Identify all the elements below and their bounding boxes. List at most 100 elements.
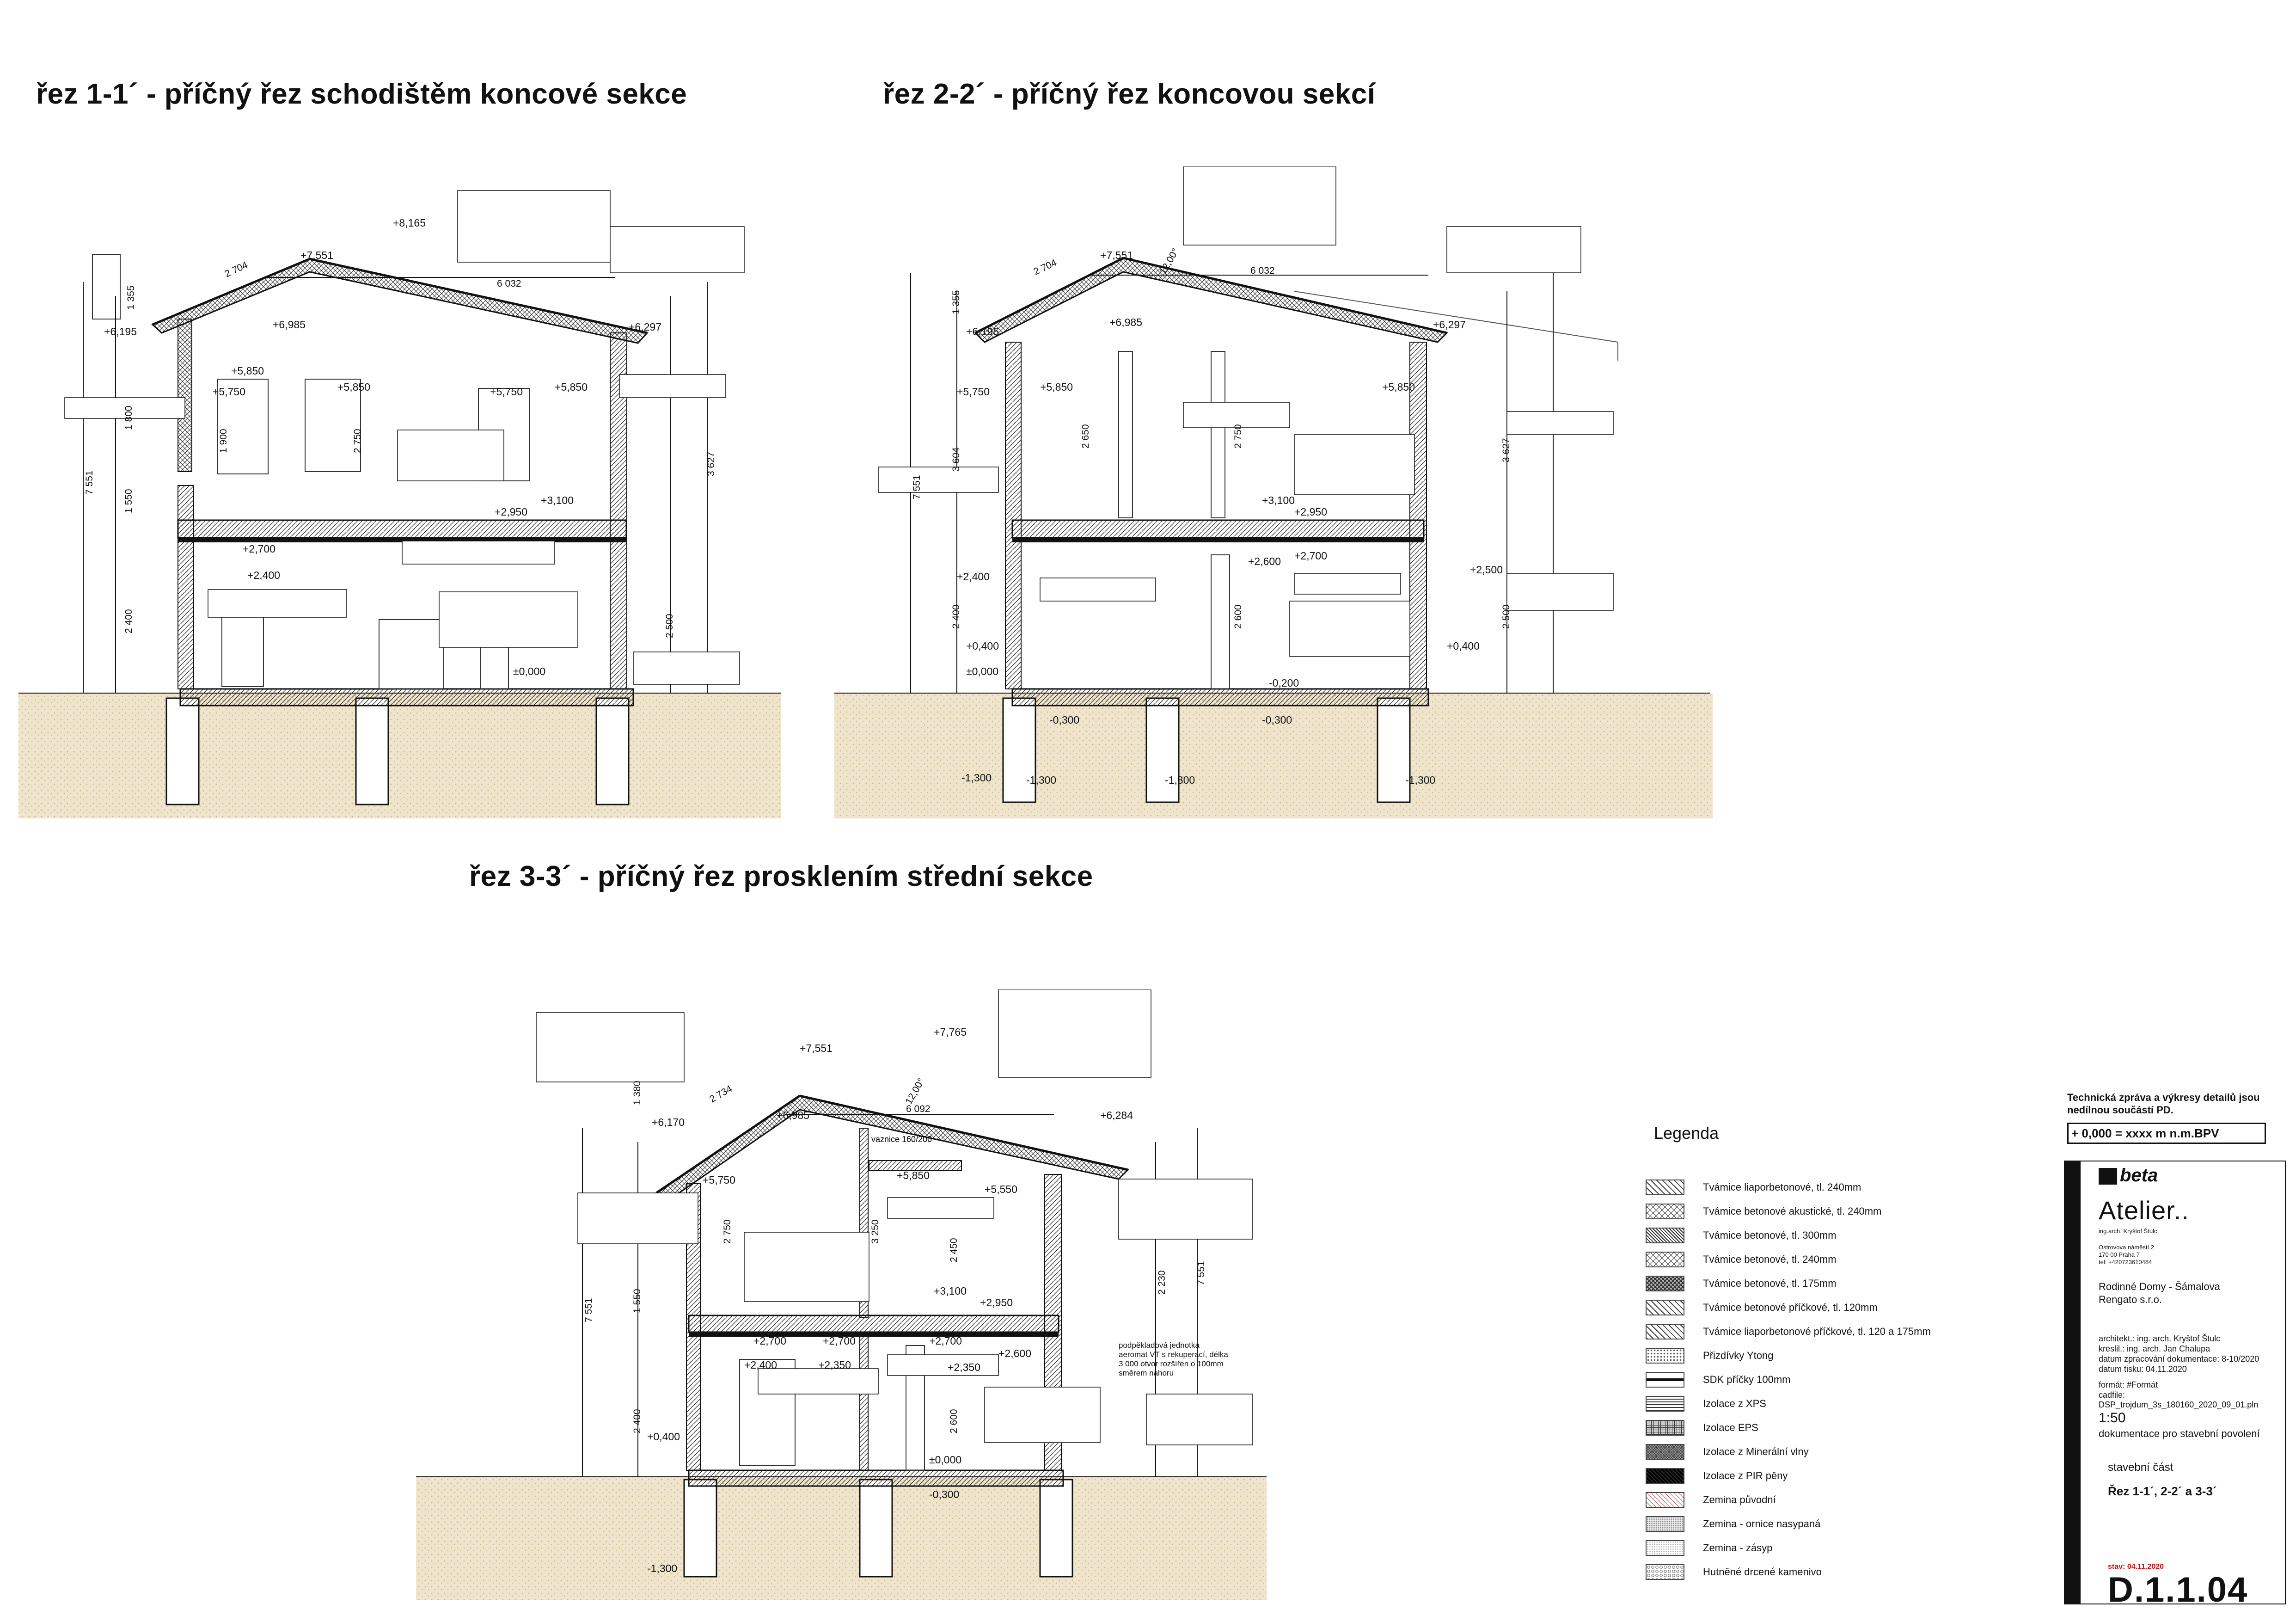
legend-swatch xyxy=(1646,1540,1684,1556)
legend-item: Izolace z XPS xyxy=(1646,1392,1997,1416)
dimension-label: 1 550 xyxy=(123,489,134,513)
legend-swatch xyxy=(1646,1324,1684,1339)
level-label: +6,297 xyxy=(629,321,661,333)
client-company: Rengato s.r.o. xyxy=(2099,1294,2162,1305)
section2-title: řez 2-2´ - příčný řez koncovou sekcí xyxy=(883,78,1376,110)
legend-label: Tvámice betonové akustické, tl. 240mm xyxy=(1703,1205,1882,1217)
dimension-label: 3 604 xyxy=(951,447,961,472)
legend-item: Tvámice betonové příčkové, tl. 120mm xyxy=(1646,1296,1997,1320)
legend-label: Tvámice betonové, tl. 240mm xyxy=(1703,1253,1837,1265)
section1-drawing: +8,165 +7,551 +6,985 +6,195 +6,297 +5,85… xyxy=(14,180,809,828)
dimension-label: 2 400 xyxy=(123,609,134,633)
level-label: +0,400 xyxy=(966,640,999,652)
dimension-label: 2 650 xyxy=(1080,424,1091,449)
purpose: dokumentace pro stavební povolení xyxy=(2099,1428,2260,1439)
title-block xyxy=(2064,1161,2286,1604)
legend-label: Hutněné drcené kamenivo xyxy=(1703,1566,1822,1578)
legend-swatch xyxy=(1646,1276,1684,1291)
dimension-label: 12,00° xyxy=(903,1076,926,1106)
level-label: ±0,000 xyxy=(513,665,545,677)
level-label: +5,750 xyxy=(957,386,990,398)
legend-label: Tvámice betonové, tl. 175mm xyxy=(1703,1278,1837,1289)
level-label: +2,950 xyxy=(980,1296,1013,1309)
legend-label: SDK příčky 100mm xyxy=(1703,1374,1791,1385)
legend-item: Hutněné drcené kamenivo xyxy=(1646,1560,1997,1584)
level-label: +2,950 xyxy=(495,506,527,518)
level-label: +2,700 xyxy=(1294,550,1327,562)
section2-drawing: +7,551 +6,985 +6,195 +6,297 +5,850 +5,75… xyxy=(832,166,1720,828)
legend-item: Zemina původní xyxy=(1646,1488,1997,1512)
legend-swatch xyxy=(1646,1420,1684,1436)
level-label: +2,350 xyxy=(948,1361,980,1373)
sheet-number: D.1.1.04 xyxy=(2108,1570,2248,1610)
title-block-bar xyxy=(2064,1161,2081,1604)
legend-swatch xyxy=(1646,1396,1684,1412)
level-label: +2,350 xyxy=(818,1359,851,1371)
level-label: -1,300 xyxy=(647,1562,677,1574)
dimension-label: 2 500 xyxy=(664,614,675,638)
level-label: -1,300 xyxy=(1405,774,1435,786)
level-label: +7,551 xyxy=(800,1042,833,1054)
dimension-label: 1 380 xyxy=(632,1081,643,1105)
dimension-label: 1 355 xyxy=(951,290,961,314)
legend-label: Zemina - ornice nasypaná xyxy=(1703,1518,1821,1530)
studio-line: Ostrovova náměstí 2 xyxy=(2099,1244,2154,1251)
legend-label: Přizdívky Ytong xyxy=(1703,1350,1774,1361)
level-label: +7,551 xyxy=(1100,249,1133,261)
legend-swatch xyxy=(1646,1252,1684,1267)
level-label: -0,200 xyxy=(1269,677,1299,689)
level-label: +5,850 xyxy=(897,1169,930,1181)
ventilation-note: podpěkladová jednotka aeromat VT s rekup… xyxy=(1119,1341,1228,1377)
date-print: datum tisku: 04.11.2020 xyxy=(2099,1364,2187,1374)
section3-title: řez 3-3´ - příčný řez prosklením střední… xyxy=(469,860,1093,892)
legend-item: Tvámice betonové, tl. 175mm xyxy=(1646,1272,1997,1296)
dimension-label: 7 551 xyxy=(583,1298,594,1322)
level-label: +5,850 xyxy=(337,381,370,393)
legend-swatch xyxy=(1646,1444,1684,1460)
dimension-label: 2 750 xyxy=(352,429,363,453)
height-reference: + 0,000 = xxxx m n.m.BPV xyxy=(2067,1123,2266,1144)
legend-item: Tvámice betonové, tl. 240mm xyxy=(1646,1247,1997,1272)
dimension-label: 7 551 xyxy=(912,475,922,499)
level-label: -0,300 xyxy=(1262,714,1292,726)
drawn-by: kreslil.: ing. arch. Jan Chalupa xyxy=(2099,1344,2210,1353)
legend-swatch xyxy=(1646,1516,1684,1532)
legend-item: Tvámice betonové akustické, tl. 240mm xyxy=(1646,1199,1997,1223)
legend-label: Tvámice betonové příčkové, tl. 120mm xyxy=(1703,1302,1878,1313)
part: stavební část xyxy=(2108,1461,2174,1474)
studio-line: 170 00 Praha 7 xyxy=(2099,1251,2140,1258)
level-label: +6,985 xyxy=(1109,316,1142,328)
dimension-label: 6 092 xyxy=(906,1104,931,1114)
section3-drawing: +7,765 +7,551 +6,985 +6,170 +6,284 +5,85… xyxy=(398,989,1285,1609)
level-label: +3,100 xyxy=(541,494,574,506)
level-label: +2,600 xyxy=(1248,555,1281,567)
dimension-label: 7 551 xyxy=(84,470,95,495)
legend-item: Izolace z PIR pěny xyxy=(1646,1464,1997,1488)
level-label: +5,550 xyxy=(985,1183,1017,1195)
dimension-label: 2 600 xyxy=(1233,604,1243,629)
level-label: -0,300 xyxy=(929,1488,959,1500)
dimension-label: 1 800 xyxy=(123,406,134,430)
legend-label: Izolace EPS xyxy=(1703,1422,1758,1433)
date-processed: datum zpracování dokumentace: 8-10/2020 xyxy=(2099,1354,2259,1364)
level-label: +5,750 xyxy=(213,386,245,398)
legend-item: Přizdívky Ytong xyxy=(1646,1344,1997,1368)
dimension-label: 3 627 xyxy=(706,452,716,476)
beta-logo: beta xyxy=(2099,1165,2158,1186)
level-label: +7,551 xyxy=(300,249,333,261)
level-label: +3,100 xyxy=(934,1285,967,1297)
dimension-label: 6 032 xyxy=(1250,265,1275,276)
level-label: ±0,000 xyxy=(929,1454,961,1466)
level-label: +2,700 xyxy=(753,1335,786,1347)
legend-item: Izolace z Minerální vlny xyxy=(1646,1440,1997,1464)
client-name: Rodinné Domy - Šámalova xyxy=(2099,1281,2220,1292)
dimension-label: 2 230 xyxy=(1157,1270,1167,1295)
level-label: +8,165 xyxy=(393,217,426,229)
studio-name: Atelier.. xyxy=(2099,1196,2189,1225)
studio-line: tel: +420723610484 xyxy=(2099,1259,2152,1266)
level-label: -1,300 xyxy=(1026,774,1056,786)
dimension-label: 2 600 xyxy=(949,1409,959,1433)
scale: 1:50 xyxy=(2099,1410,2126,1425)
legend-label: Tvámice betonové, tl. 300mm xyxy=(1703,1229,1837,1241)
